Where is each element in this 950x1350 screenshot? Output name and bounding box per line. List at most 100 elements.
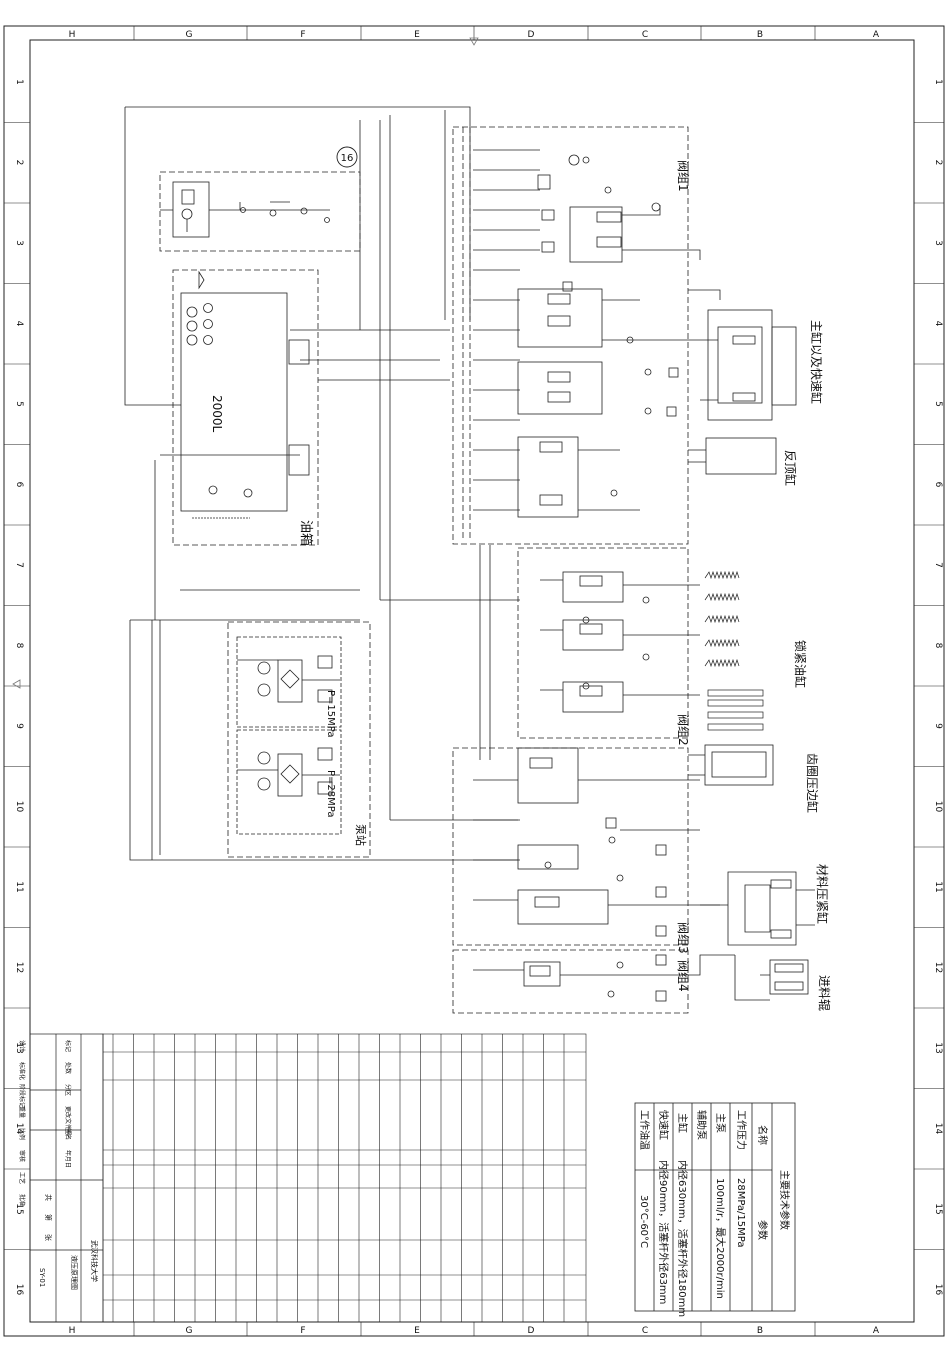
spec-row-name: 辅助泵 <box>695 1110 708 1140</box>
auxiliary-circuit <box>159 171 361 252</box>
spec-row-value: 28MPa/15MPa <box>735 1178 746 1248</box>
lock-cylinder-spring <box>704 638 740 648</box>
title-block <box>29 1033 104 1323</box>
zone-letter: F <box>300 1326 305 1336</box>
zone-letter: A <box>873 30 880 40</box>
spec-row-name: 主泵 <box>714 1113 726 1133</box>
zone-number: 8 <box>14 643 24 649</box>
zone-letter: H <box>69 30 76 40</box>
zone-number: 2 <box>14 160 24 166</box>
zone-number: 4 <box>933 321 943 327</box>
lock-cylinder-spring <box>704 592 740 602</box>
zone-number: 3 <box>933 240 943 246</box>
balloon-number: 16 <box>341 153 354 164</box>
valve-group-1-label: 阀组1 <box>676 160 690 192</box>
zone-number: 16 <box>933 1284 943 1296</box>
valve-group-4 <box>452 949 735 1014</box>
lock-cylinder-spring <box>704 614 740 624</box>
center-mark-top <box>469 37 479 46</box>
gear-press-cylinder <box>688 744 774 786</box>
eject-cylinder-label: 反顶缸 <box>783 450 798 486</box>
zone-number: 12 <box>14 962 24 973</box>
signature-label: 审核 <box>18 1150 26 1162</box>
spec-row-name: 快速缸 <box>657 1110 670 1140</box>
pump-station-label: 泵站 <box>354 824 368 846</box>
zone-number: 11 <box>14 881 24 892</box>
spec-table-text: 主要技术参数 名称 参数 工作压力 28MPa/15MPa 主泵 100ml/r… <box>638 1110 791 1317</box>
lock-cylinder-spring <box>704 658 740 668</box>
valve-group-3-label: 阀组3 <box>676 922 690 954</box>
title-block-text: 武汉科技大学 液压原理图 SY-01 共 第 张 <box>38 1194 99 1290</box>
spec-row-name: 主缸 <box>676 1113 689 1133</box>
zone-letter: C <box>642 30 648 40</box>
signature-label: 重量 <box>18 1106 26 1118</box>
oil-tank <box>172 269 319 546</box>
spec-row-value: 30°C-60°C <box>638 1195 649 1248</box>
main-cylinder <box>688 289 797 421</box>
spec-row-name: 工作油温 <box>638 1110 651 1150</box>
signature-label: 批准 <box>18 1194 26 1206</box>
pump-pressure-high: P=28MPa <box>325 770 336 817</box>
spec-title: 主要技术参数 <box>778 1170 791 1230</box>
sheet-number: 第 <box>44 1214 53 1221</box>
center-mark-left <box>12 679 21 689</box>
parts-list <box>102 1033 587 1323</box>
lock-cylinder-spring <box>704 570 740 580</box>
zone-letter: F <box>300 30 305 40</box>
spec-row-value: 内径630mm，活塞杆外径180mm <box>676 1160 689 1317</box>
pipe-network <box>124 106 520 861</box>
zone-number: 2 <box>933 160 943 166</box>
lock-cylinders <box>704 570 764 731</box>
drawing-name: 液压原理图 <box>70 1255 79 1290</box>
valve-group-2 <box>517 547 700 739</box>
zone-letter: E <box>414 1326 420 1336</box>
lock-cylinder-rod <box>707 699 764 707</box>
zone-number: 14 <box>14 1123 24 1135</box>
zone-number: 14 <box>933 1123 943 1135</box>
callout-balloon <box>336 146 358 168</box>
border-top-letters: H G F E D C B A <box>69 30 880 40</box>
lock-cylinder-rod <box>707 689 764 697</box>
zone-number: 7 <box>14 562 24 568</box>
zone-letter: C <box>642 1326 648 1336</box>
school-name: 武汉科技大学 <box>90 1240 99 1282</box>
feed-roll-label: 进料辊 <box>817 975 831 1011</box>
zone-letter: B <box>757 1326 763 1336</box>
zone-number: 5 <box>14 401 24 407</box>
valve-group-1 <box>452 126 701 545</box>
pump-station <box>227 621 371 858</box>
signature-label: 签名 <box>64 1128 72 1140</box>
zone-number: 5 <box>933 401 943 407</box>
zone-number: 7 <box>933 562 943 568</box>
zone-number: 16 <box>14 1284 24 1296</box>
signature-label: 年月日 <box>64 1150 72 1168</box>
zone-number: 12 <box>933 962 943 973</box>
spec-row-name: 工作压力 <box>735 1110 748 1150</box>
lock-cylinder-rod <box>707 711 764 719</box>
zone-letter: E <box>414 30 420 40</box>
zone-number: 6 <box>14 482 24 488</box>
spec-row-value: 内径90mm，活塞杆外径63mm <box>657 1160 670 1304</box>
signature-label: 标准化 <box>18 1062 26 1080</box>
border-bottom-letters: H G F E D C B A <box>69 1326 880 1336</box>
signature-label: 设计 <box>18 1040 26 1052</box>
zone-number: 1 <box>14 79 24 85</box>
clamp-cylinder <box>700 871 815 946</box>
signature-label: 阶段标记 <box>18 1084 26 1108</box>
zone-number: 10 <box>933 801 943 813</box>
zone-number: 6 <box>933 482 943 488</box>
main-cylinder-label: 主缸以及快速缸 <box>809 320 824 404</box>
spec-header-name: 名称 <box>756 1125 769 1145</box>
feed-roll <box>734 955 809 1001</box>
clamp-cylinder-label: 材料压紧缸 <box>815 864 830 924</box>
tank-volume-label: 2000L <box>210 395 224 433</box>
gear-cylinder-label: 齿圈压边缸 <box>805 753 820 813</box>
drawing-code: SY-01 <box>38 1268 46 1287</box>
lock-cylinder-rod <box>707 723 764 731</box>
zone-letter: G <box>186 30 193 40</box>
signature-label: 处数 <box>64 1062 72 1074</box>
pump-pressure-low: P=15MPa <box>325 690 336 737</box>
